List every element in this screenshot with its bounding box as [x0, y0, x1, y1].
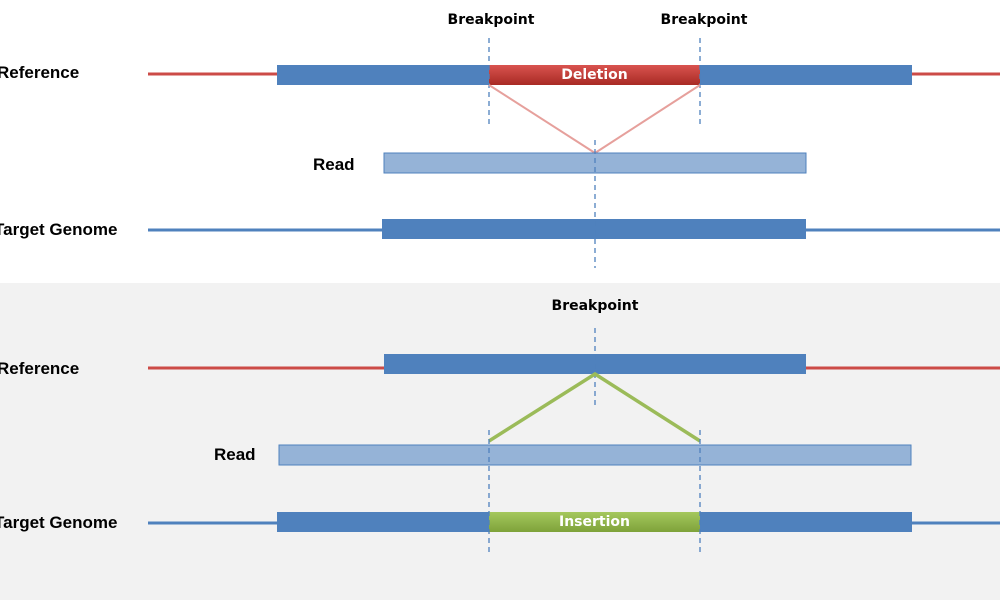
insertion-read-label: Read — [214, 445, 256, 464]
insertion-panel-background — [0, 283, 1000, 600]
deletion-target-label: Target Genome — [0, 220, 118, 239]
deletion-breakpoint-left-label: Breakpoint — [447, 12, 535, 28]
insertion-reference-label: Reference — [0, 359, 80, 378]
insertion-read-bar — [278, 444, 912, 466]
insertion-target-block-right — [700, 512, 912, 532]
deletion-bar-label: Deletion — [561, 67, 628, 83]
insertion-bar — [489, 512, 700, 532]
deletion-reference-block-left — [277, 65, 489, 85]
deletion-reference-block-right — [700, 65, 912, 85]
deletion-target-block — [382, 219, 806, 239]
deletion-breakpoint-right-label: Breakpoint — [660, 12, 748, 28]
deletion-read-label: Read — [313, 155, 355, 174]
insertion-target-block-left — [277, 512, 489, 532]
deletion-reference-label: Reference — [0, 63, 80, 82]
insertion-connector — [488, 371, 701, 443]
insertion-target-label: Target Genome — [0, 513, 118, 532]
insertion-bar-label: Insertion — [559, 514, 630, 530]
deletion-bar — [489, 65, 700, 85]
insertion-breakpoint-label: Breakpoint — [551, 298, 639, 314]
